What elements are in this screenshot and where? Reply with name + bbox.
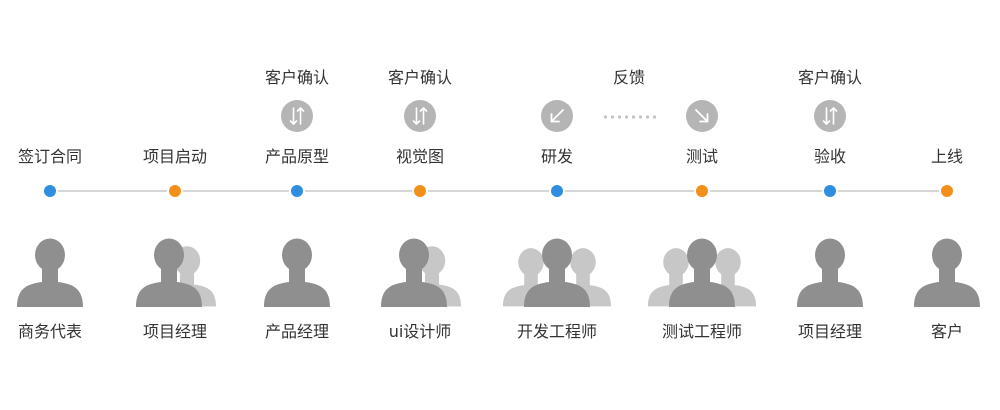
stage-label: 产品原型 [264, 147, 330, 166]
timeline-line [50, 190, 948, 192]
timeline-dot [289, 183, 305, 199]
timeline-dot [549, 183, 565, 199]
top-label: 客户确认 [264, 68, 330, 87]
timeline-dot [939, 183, 955, 199]
role-label: ui设计师 [388, 322, 452, 341]
stage-label: 视觉图 [395, 147, 445, 166]
timeline-dot [167, 183, 183, 199]
role-label: 客户 [930, 322, 964, 341]
stage-label: 签订合同 [17, 147, 83, 166]
group-icon [647, 236, 757, 308]
role-label: 商务代表 [17, 322, 83, 341]
person-icon [892, 236, 1000, 308]
swap-arrows-icon [404, 100, 436, 132]
arrow-down-right-icon [686, 100, 718, 132]
feedback-label: 反馈 [612, 68, 646, 87]
role-label: 产品经理 [264, 322, 330, 341]
timeline-dot [42, 183, 58, 199]
feedback-dotted-connector [602, 115, 656, 119]
stage-label: 上线 [930, 147, 964, 166]
swap-arrows-icon [814, 100, 846, 132]
stage-label: 研发 [540, 147, 574, 166]
role-label: 测试工程师 [661, 322, 743, 341]
timeline-dot [412, 183, 428, 199]
top-label: 客户确认 [797, 68, 863, 87]
stage-label: 验收 [813, 147, 847, 166]
person-icon [242, 236, 352, 308]
swap-arrows-icon [281, 100, 313, 132]
timeline-dot [822, 183, 838, 199]
people-icon [365, 236, 475, 308]
role-label: 项目经理 [797, 322, 863, 341]
top-label: 客户确认 [387, 68, 453, 87]
arrow-down-left-icon [541, 100, 573, 132]
person-icon [0, 236, 105, 308]
people-icon [120, 236, 230, 308]
timeline-dot [694, 183, 710, 199]
role-label: 项目经理 [142, 322, 208, 341]
stage-label: 测试 [685, 147, 719, 166]
group-icon [502, 236, 612, 308]
stage-label: 项目启动 [142, 147, 208, 166]
role-label: 开发工程师 [516, 322, 598, 341]
person-icon [775, 236, 885, 308]
